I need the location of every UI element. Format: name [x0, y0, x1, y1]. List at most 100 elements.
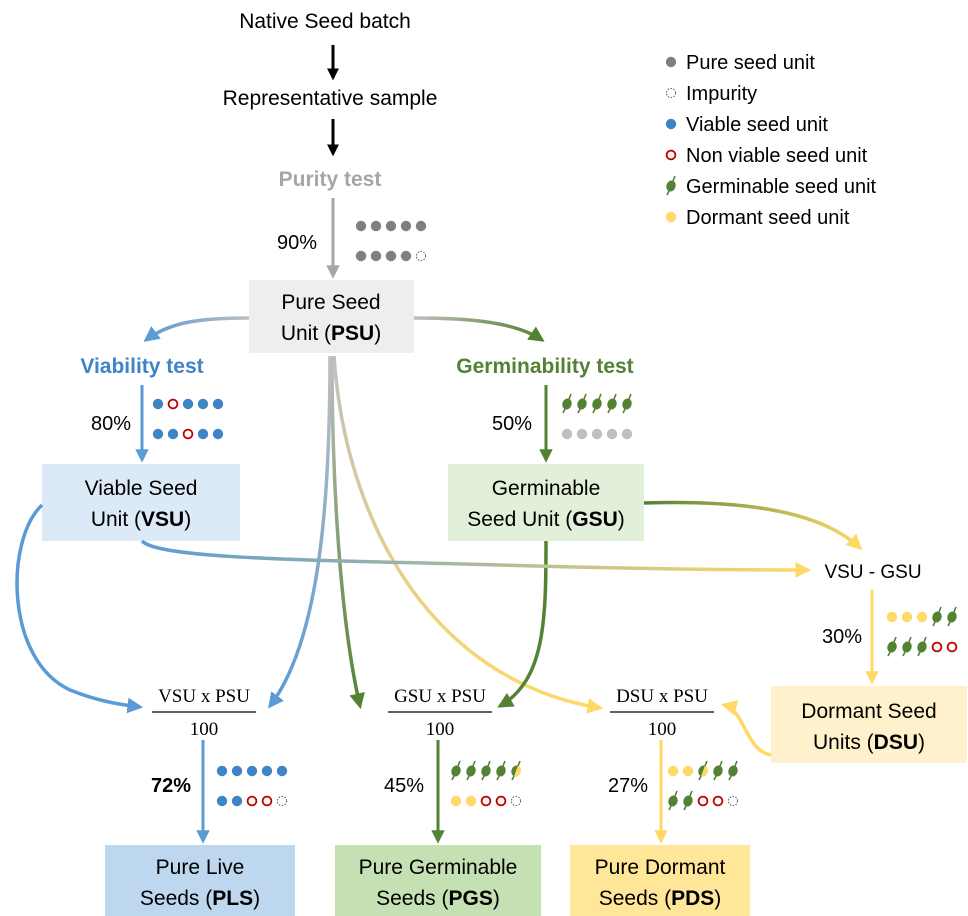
germinable-seed-icon — [451, 760, 461, 781]
pls-label-line1: Pure Live — [156, 856, 245, 879]
arrow-psu-to-germinability — [413, 316, 545, 342]
dsu-label-line1: Dormant Seed — [801, 700, 936, 723]
viable-seed-icon — [197, 398, 209, 410]
vsu-gsu-label: VSU - GSU — [824, 562, 921, 583]
vsu-gsu-percent: 30% — [822, 626, 862, 648]
arrow-dsu-to-pds-formula — [720, 700, 772, 757]
legend-label: Germinable seed unit — [686, 176, 877, 198]
gsu-abbr: GSU — [572, 508, 618, 531]
non-viable-seed-icon — [480, 795, 492, 807]
pure-seed-icon — [400, 250, 412, 262]
vsu-label-line2: Unit (VSU) — [91, 508, 191, 531]
viable-seed-icon — [216, 795, 228, 807]
non-viable-seed-icon — [665, 149, 677, 161]
half-germinable-dormant-icon — [511, 760, 521, 781]
native-seed-batch-label: Native Seed batch — [239, 10, 411, 33]
pure-seed-icon — [355, 250, 367, 262]
pure-seed-icon — [385, 250, 397, 262]
pls-abbr: PLS — [212, 887, 253, 910]
dormant-seed-icon — [901, 611, 913, 623]
legend: Pure seed unit Impurity Viable seed unit… — [665, 52, 877, 229]
dormant-seed-icon — [665, 211, 677, 223]
pgs-formula-numerator: GSU x PSU — [394, 686, 486, 707]
germinable-seed-icon — [932, 606, 942, 627]
viable-seed-icon — [231, 795, 243, 807]
non-viable-seed-icon — [495, 795, 507, 807]
non-viable-seed-icon — [182, 428, 194, 440]
pls-percent: 72% — [151, 775, 191, 797]
pds-label-line2: Seeds (PDS) — [599, 887, 722, 910]
germinable-seed-icon — [887, 636, 897, 657]
pure-seed-icon — [355, 220, 367, 232]
dormant-seed-icon — [450, 795, 462, 807]
germinable-seed-icon — [728, 760, 738, 781]
pgs-label-line2: Seeds (PGS) — [376, 887, 500, 910]
non-germinated-seed-icon — [576, 428, 588, 440]
pgs-formula-denominator: 100 — [426, 719, 455, 740]
psu-label-line2: Unit (PSU) — [281, 322, 381, 345]
arrow-psu-to-pgs-formula — [330, 355, 365, 710]
viable-seed-icon — [197, 428, 209, 440]
half-germinable-dormant-icon — [698, 760, 708, 781]
legend-item: Non viable seed unit — [665, 145, 868, 167]
pgs-abbr: PGS — [449, 887, 493, 910]
pls-formula-denominator: 100 — [190, 719, 219, 740]
gsu-label-line1: Germinable — [492, 477, 601, 500]
purity-dot-group — [355, 220, 427, 262]
non-viable-seed-icon — [167, 398, 179, 410]
non-germinated-seed-icon — [561, 428, 573, 440]
pds-box — [570, 845, 750, 916]
viable-seed-icon — [152, 428, 164, 440]
legend-label: Non viable seed unit — [686, 145, 868, 167]
pds-abbr: PDS — [671, 887, 714, 910]
viable-seed-icon — [212, 428, 224, 440]
pls-formula-numerator: VSU x PSU — [158, 686, 250, 707]
dsu-abbr: DSU — [874, 731, 918, 754]
arrow-vsu-to-vsu-gsu — [140, 539, 812, 578]
germinable-seed-icon — [592, 393, 602, 414]
pds-percent: 27% — [608, 775, 648, 797]
germinable-seed-icon — [622, 393, 632, 414]
impurity-icon — [510, 795, 522, 807]
arrow-gsu-to-pgs-formula — [497, 540, 548, 708]
non-viable-seed-icon — [712, 795, 724, 807]
germinable-seed-icon — [481, 760, 491, 781]
legend-label: Impurity — [686, 83, 757, 105]
vsu-abbr: VSU — [141, 508, 184, 531]
dormant-seed-icon — [667, 765, 679, 777]
arrow-vsu-to-pls-formula — [15, 503, 144, 714]
non-viable-seed-icon — [931, 641, 943, 653]
purity-test-title: Purity test — [279, 168, 382, 191]
germinable-seed-icon — [713, 760, 723, 781]
pls-label-line2: Seeds (PLS) — [140, 887, 260, 910]
germinable-seed-icon — [947, 606, 957, 627]
germinable-seed-icon — [466, 760, 476, 781]
dsu-label-line2: Units (DSU) — [813, 731, 925, 754]
viable-seed-icon — [231, 765, 243, 777]
dsu-box — [771, 686, 967, 763]
viable-seed-icon — [152, 398, 164, 410]
viability-dot-group — [152, 398, 224, 440]
pds-dot-group — [667, 760, 739, 811]
viable-seed-icon — [167, 428, 179, 440]
non-viable-seed-icon — [697, 795, 709, 807]
impurity-icon — [727, 795, 739, 807]
pure-seed-icon — [415, 220, 427, 232]
viable-seed-icon — [216, 765, 228, 777]
viability-test-title: Viability test — [80, 355, 203, 378]
non-germinated-seed-icon — [621, 428, 633, 440]
pls-dot-group — [216, 765, 288, 807]
germinable-seed-icon — [668, 790, 678, 811]
viable-seed-icon — [665, 118, 677, 130]
germinable-seed-icon — [607, 393, 617, 414]
legend-item: Viable seed unit — [665, 114, 828, 136]
legend-item: Germinable seed unit — [666, 175, 877, 198]
legend-label: Viable seed unit — [686, 114, 828, 136]
gsu-label-line2: Seed Unit (GSU) — [467, 508, 625, 531]
pure-seed-icon — [400, 220, 412, 232]
arrow-psu-to-pds-formula — [332, 355, 604, 714]
germinable-seed-icon — [902, 636, 912, 657]
germinability-dot-group — [561, 393, 633, 440]
dormant-dot-group — [886, 606, 958, 657]
dormant-seed-icon — [916, 611, 928, 623]
